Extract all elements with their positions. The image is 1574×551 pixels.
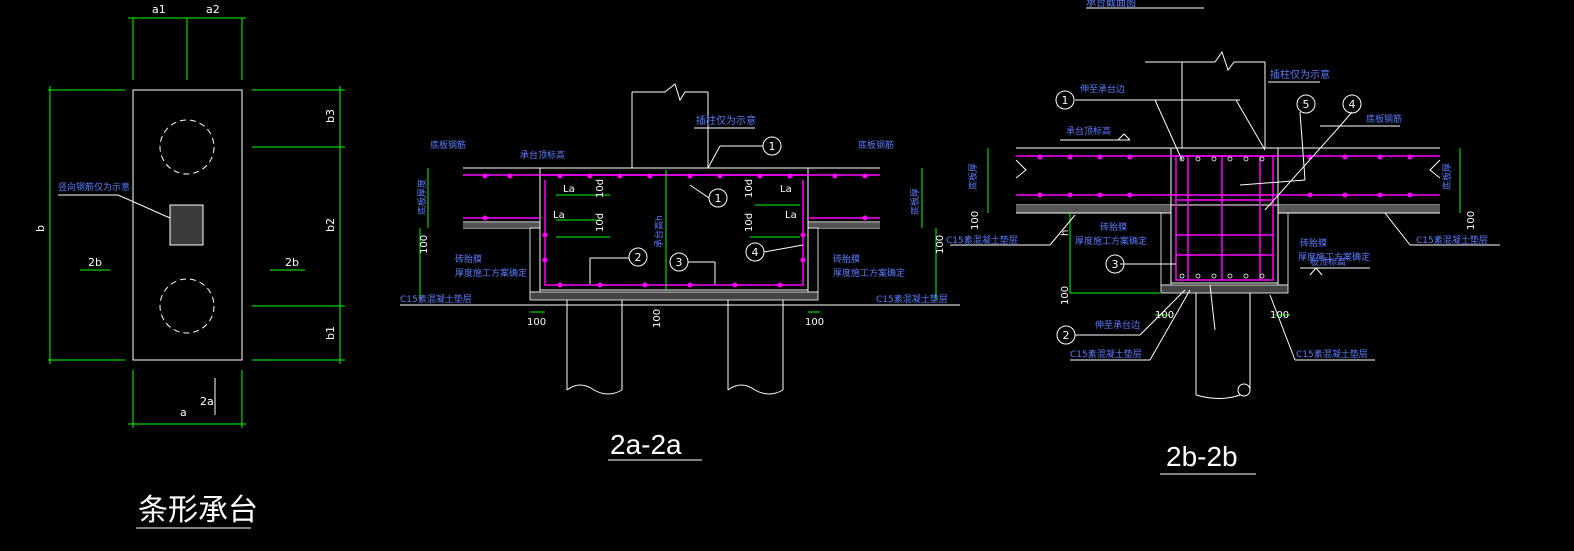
2a-la-2: La: [553, 210, 565, 221]
2a-brick-right: 砖胎膜: [833, 253, 860, 265]
dim-2a: 2a: [200, 395, 214, 408]
2b-dim100-b1: 100: [1155, 310, 1174, 321]
2a-callout-2: 2: [635, 251, 642, 264]
2b-cap-label2: 伸至承台边: [1095, 319, 1140, 331]
2b-slab-thk-right: 底板厚: [1441, 163, 1453, 190]
2b-bottom-rebar: 底板钢筋: [1366, 113, 1402, 125]
dim-2b-left: 2b: [88, 256, 102, 269]
dim-b: b: [34, 225, 47, 232]
dim-b2: b2: [324, 218, 337, 232]
2a-10d-4: 10d: [744, 213, 755, 232]
2b-dim100-b2: 100: [1270, 310, 1289, 321]
2a-dim100-right: 100: [935, 235, 946, 254]
section-2a: 插柱仅为示意: [400, 83, 960, 461]
dim-2b-right: 2b: [285, 256, 299, 269]
2b-callout-1: 1: [1062, 94, 1069, 107]
2b-top-label: 承台顶标高: [1066, 125, 1111, 137]
2a-column-note: 插柱仅为示意: [696, 114, 756, 127]
2a-callout-1: 1: [715, 192, 722, 205]
2a-cap-height: 承台高h: [653, 215, 665, 248]
2a-dim100-b3: 100: [805, 317, 824, 328]
plan-view: 竖向钢筋仅为示意 a1 a2: [34, 3, 345, 529]
2b-callout-4: 4: [1349, 98, 1356, 111]
top-fragment: 承台截面图: [1086, 0, 1136, 9]
dim-a2: a2: [206, 3, 220, 16]
dim-b3: b3: [324, 109, 337, 123]
pile-circle-bottom: [159, 278, 215, 334]
2b-brick-note-left: 厚度施工方案确定: [1075, 235, 1147, 247]
2a-slab-thk-right: 底板厚: [909, 188, 921, 215]
2a-10d-1: 10d: [595, 179, 606, 198]
2a-right-rebar-label: 底板钢筋: [858, 139, 894, 151]
2a-la-4: La: [785, 210, 797, 221]
section-2b: 承台截面图 插柱仅为示意: [946, 0, 1500, 475]
2a-callout-3: 1: [769, 140, 776, 153]
2b-dim100-h: 100: [1060, 286, 1071, 305]
2b-column-note: 插柱仅为示意: [1270, 68, 1330, 81]
2b-c15-left: C15素混凝土垫层: [946, 234, 1018, 246]
cap-outline: [132, 89, 243, 361]
2b-cap-label: 伸至承台边: [1080, 83, 1125, 95]
2a-brick-note-left: 厚度施工方案确定: [455, 267, 527, 279]
2a-dim100-b1: 100: [527, 317, 546, 328]
dim-b1: b1: [324, 326, 337, 340]
plan-dims: [48, 17, 345, 428]
2a-c15-right: C15素混凝土垫层: [876, 293, 948, 305]
2a-callout-4: 4: [752, 246, 759, 259]
2b-title: 2b-2b: [1166, 441, 1238, 472]
2a-brick-note-right: 厚度施工方案确定: [833, 267, 905, 279]
dim-a: a: [180, 406, 187, 419]
2a-10d-2: 10d: [595, 213, 606, 232]
2a-left-rebar-label: 底板钢筋: [430, 139, 466, 151]
2b-dim100-right: 100: [1466, 211, 1477, 230]
2b-brick-right: 砖胎膜: [1300, 237, 1327, 249]
2b-slab-thk-left: 底板厚: [967, 163, 979, 190]
2a-top-label: 承台顶标高: [520, 149, 565, 161]
dim-a1: a1: [152, 3, 166, 16]
2a-callout-3b: 3: [676, 256, 683, 269]
2a-dim100-left: 100: [419, 235, 430, 254]
plan-title: 条形承台: [138, 494, 258, 527]
2b-dim100-left: 100: [970, 211, 981, 230]
2a-dim100-b2: 100: [652, 309, 663, 328]
2b-slab-label: 板顶标高: [1310, 256, 1346, 268]
2b-brick-left: 砖胎膜: [1100, 221, 1127, 233]
2b-brick-note-right: 厚度施工方案确定: [1298, 251, 1370, 263]
2b-c15-right: C15素混凝土垫层: [1416, 234, 1488, 246]
2b-callout-5: 5: [1303, 98, 1310, 111]
2a-10d-3: 10d: [744, 179, 755, 198]
2b-c15-bottom-right: C15素混凝土垫层: [1296, 348, 1368, 360]
2a-brick-left: 砖胎膜: [455, 253, 482, 265]
2b-h: h: [1060, 230, 1071, 236]
column-note: 竖向钢筋仅为示意: [58, 181, 130, 193]
2b-c15-bottom-left: C15素混凝土垫层: [1070, 348, 1142, 360]
pile-circle-top: [159, 119, 215, 175]
2a-la-1: La: [563, 184, 575, 195]
2a-c15-left: C15素混凝土垫层: [400, 293, 472, 305]
column-leader: [117, 194, 171, 219]
2b-callout-2: 2: [1063, 329, 1070, 342]
2a-title: 2a-2a: [610, 429, 682, 460]
2a-slab-thk-left: 底板厚度: [416, 179, 428, 215]
2a-la-3: La: [780, 184, 792, 195]
2b-callout-3: 3: [1112, 258, 1119, 271]
column-square: [169, 204, 204, 246]
